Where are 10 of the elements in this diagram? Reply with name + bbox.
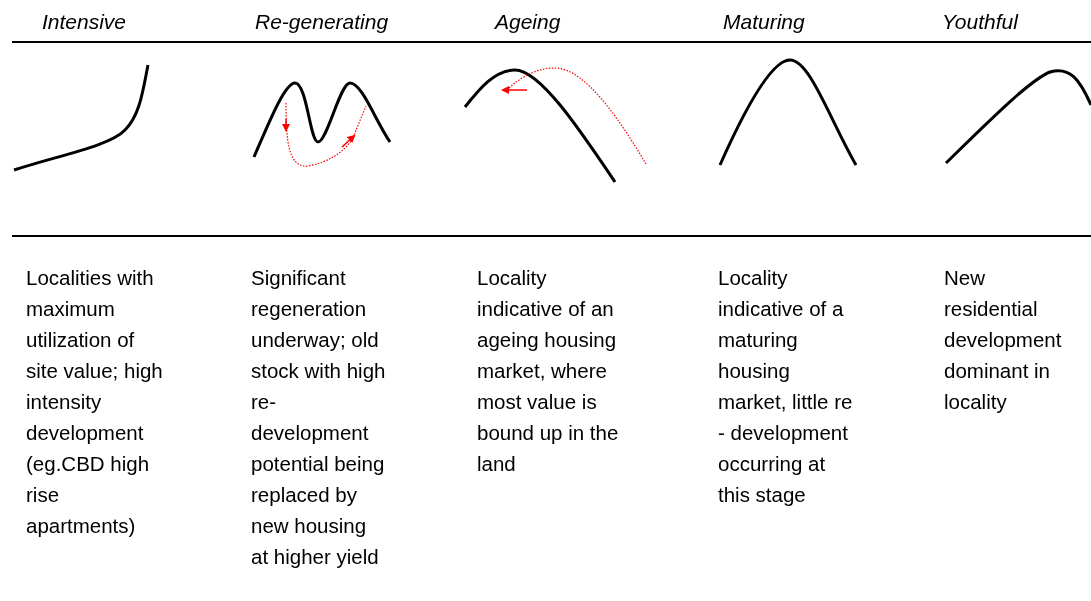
description-text: Significant regeneration underway; old stock with high re- development potential being replaced by new housing at higher yield <box>251 265 386 570</box>
column-heading: Re-generating <box>255 10 389 34</box>
description-text: Locality indicative of an ageing housing market, where most value is bound up in the land <box>477 265 619 477</box>
column-heading: Intensive <box>42 10 127 34</box>
column-heading: Youthful <box>942 10 1018 34</box>
description-text: Locality indicative of a maturing housing market, little re - development occurring at this stage <box>718 265 853 508</box>
description-text: New residential development dominant in locality <box>944 265 1063 415</box>
description-text: Localities with maximum utilization of site value; high intensity development (eg.CBD high rise apartments) <box>26 265 164 539</box>
column-heading: Ageing <box>495 10 561 34</box>
column-heading: Maturing <box>723 10 805 34</box>
